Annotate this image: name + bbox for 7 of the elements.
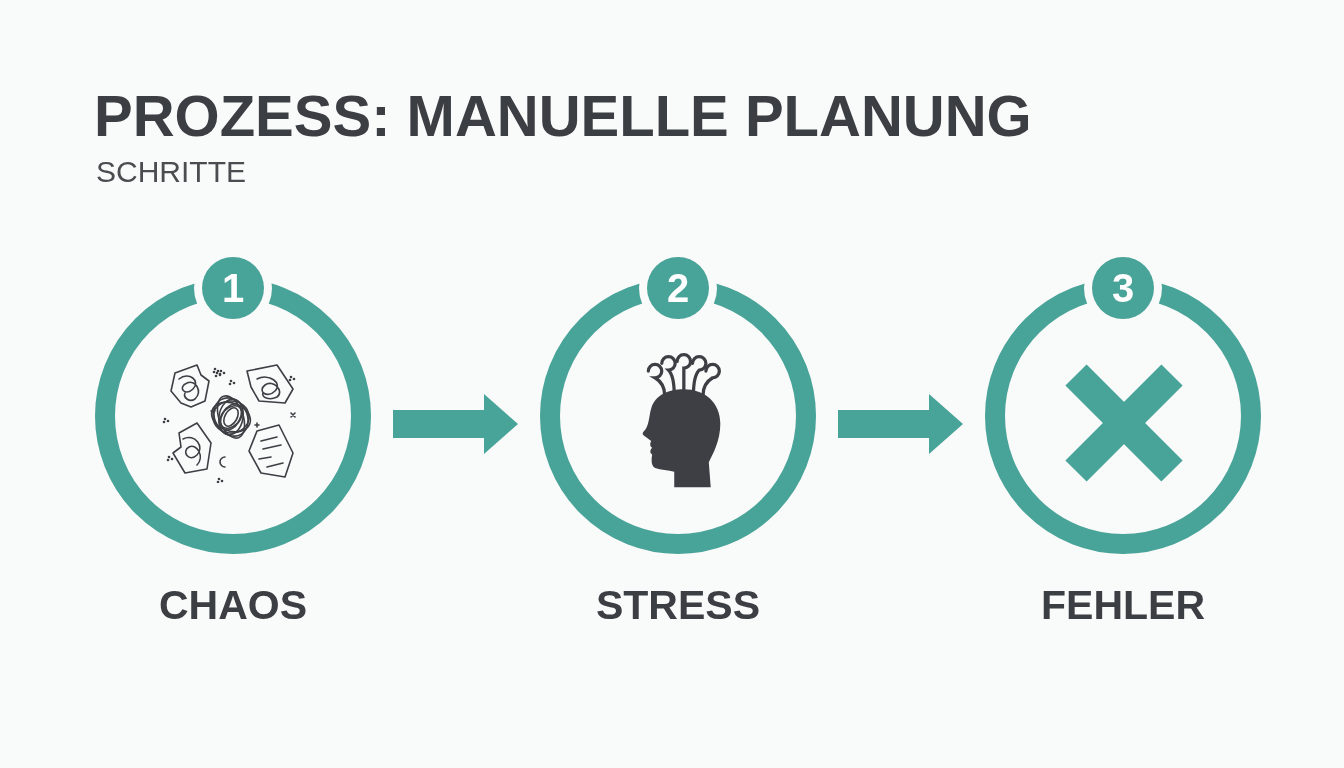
step-label: STRESS [596,585,760,626]
step-label: CHAOS [158,585,308,626]
title: PROZESS: MANUELLE PLANUNG [94,87,1032,145]
step-label: FEHLER [1041,585,1205,626]
block-arrow [393,394,518,454]
subtitle: SCHRITTE [96,157,246,187]
block-arrow [838,394,963,454]
